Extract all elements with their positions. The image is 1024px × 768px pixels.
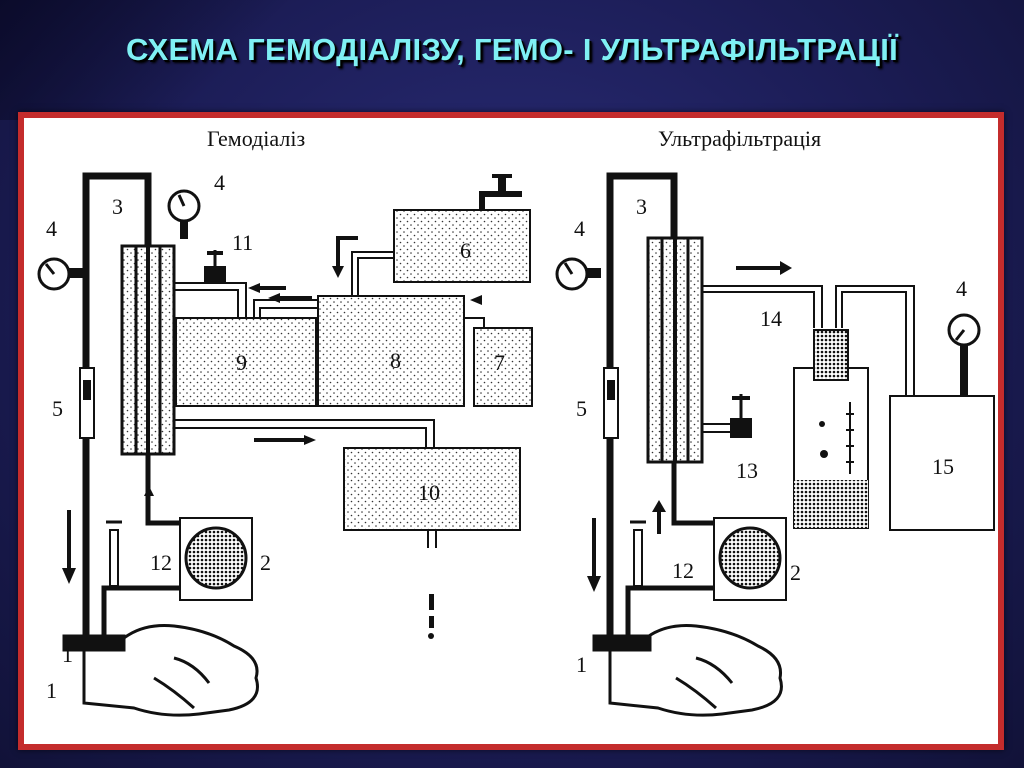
blood-pump <box>713 517 787 601</box>
label-11: 11 <box>232 230 253 255</box>
label-1-right: 1 <box>576 652 587 677</box>
tank-7 <box>473 327 533 407</box>
label-3-right: 3 <box>636 194 647 219</box>
label-4-left: 4 <box>46 216 57 241</box>
label-7: 7 <box>494 350 505 375</box>
up-arrow-icon <box>652 500 666 534</box>
label-2-right: 2 <box>790 560 801 585</box>
label-4-far-right: 4 <box>956 276 967 301</box>
flow-arrow-icon <box>736 261 792 275</box>
label-6: 6 <box>460 238 471 263</box>
tank-8 <box>317 295 465 407</box>
venous-line <box>101 454 180 653</box>
label-1b: 1 <box>46 678 57 703</box>
pressure-gauge-icon <box>947 313 981 396</box>
up-arrow-icon <box>144 486 154 496</box>
dialyzer-right <box>646 236 704 464</box>
label-9: 9 <box>236 350 247 375</box>
tank-6 <box>393 209 531 283</box>
vacuum-tank-15 <box>889 395 995 531</box>
hemodialysis-diagram: Гемодіаліз 4 4 3 5 11 9 8 <box>37 126 995 717</box>
pressure-gauge-icon <box>37 257 83 291</box>
syringe-icon <box>630 520 646 587</box>
label-5: 5 <box>52 396 63 421</box>
flowmeter <box>603 367 619 439</box>
valve-icon <box>204 250 226 284</box>
corner-shade <box>0 0 300 120</box>
ultrafiltrate-line <box>702 285 915 396</box>
tank-9 <box>175 317 317 407</box>
blood-pump <box>179 517 253 601</box>
label-3: 3 <box>112 194 123 219</box>
label-12-right: 12 <box>672 558 694 583</box>
heading-ultrafiltration: Ультрафільтрація <box>658 126 821 151</box>
tank-10 <box>343 447 521 531</box>
dialyzer <box>120 244 176 456</box>
pressure-gauge-icon <box>555 257 601 291</box>
flow-arrow-icon <box>248 236 482 445</box>
down-arrow-icon <box>62 510 76 584</box>
syringe-icon <box>106 520 122 587</box>
collection-vessel <box>793 329 869 529</box>
valve-icon <box>702 394 752 438</box>
flowmeter <box>79 367 95 439</box>
label-4-top: 4 <box>214 170 225 195</box>
label-14: 14 <box>760 306 782 331</box>
patient-hand-icon <box>592 624 783 717</box>
label-5-right: 5 <box>576 396 587 421</box>
label-8: 8 <box>390 348 401 373</box>
label-1a: 1 <box>62 642 73 667</box>
venous-line-right <box>625 462 714 653</box>
drain-drops <box>428 594 434 639</box>
label-13: 13 <box>736 458 758 483</box>
label-12: 12 <box>150 550 172 575</box>
label-4-right: 4 <box>574 216 585 241</box>
faucet-icon <box>479 174 522 210</box>
patient-hand-icon <box>62 624 259 717</box>
down-arrow-icon <box>587 518 601 592</box>
label-2: 2 <box>260 550 271 575</box>
label-10: 10 <box>418 480 440 505</box>
heading-hemodialysis: Гемодіаліз <box>207 126 305 151</box>
slide-title: СХЕМА ГЕМОДІАЛІЗУ, ГЕМО- І УЛЬТРАФІЛЬТРА… <box>125 32 899 67</box>
pressure-gauge-icon <box>167 189 201 239</box>
label-15: 15 <box>932 454 954 479</box>
dialysate-pipes <box>174 251 485 548</box>
